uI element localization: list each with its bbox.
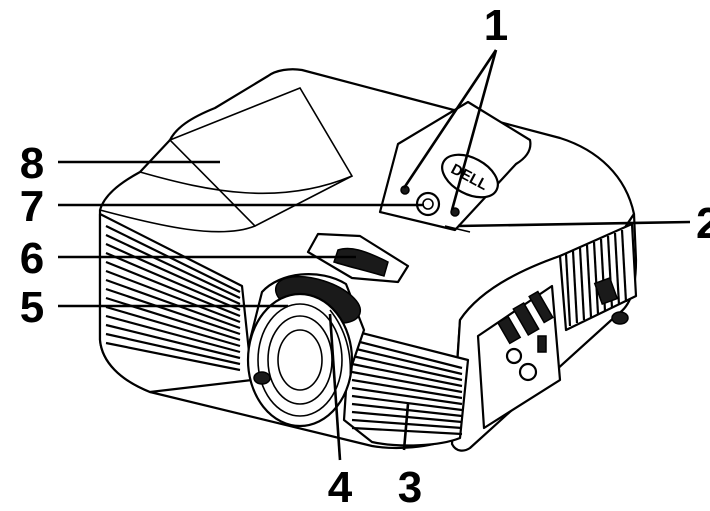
vent-slat	[105, 242, 241, 306]
audio-jack	[505, 347, 523, 365]
leader-line-2	[457, 220, 691, 228]
vent-slat	[105, 269, 241, 324]
leader-line-1a	[402, 49, 498, 189]
callout-number-7: 7	[20, 182, 44, 231]
vent-slat	[571, 250, 579, 324]
vent-slat	[592, 241, 600, 315]
vent-slat	[613, 232, 621, 306]
callout-numbers: 1 2 3 4 5 6 7 8	[20, 1, 710, 511]
callout-number-1: 1	[484, 1, 508, 50]
callout-number-2: 2	[696, 199, 710, 248]
projection-lens	[246, 292, 354, 428]
io-panel	[253, 222, 638, 430]
vent-slat	[105, 323, 241, 360]
leader-line-4	[328, 313, 342, 461]
vent-slat	[105, 314, 241, 354]
vent-slat	[105, 225, 241, 293]
vent-slat	[351, 370, 463, 394]
callout-number-6: 6	[20, 234, 44, 283]
vent-slat	[105, 305, 241, 348]
vent-slat	[105, 251, 241, 312]
vent-slat	[105, 278, 241, 330]
front-vents	[342, 328, 470, 447]
callout-number-8: 8	[20, 139, 44, 188]
adjustable-foot	[611, 311, 629, 325]
vent-slat	[351, 346, 463, 376]
network-port	[537, 335, 547, 353]
vent-slat	[351, 362, 463, 388]
vent-slat	[564, 253, 572, 327]
usb-port	[528, 290, 554, 324]
vent-slat	[585, 244, 593, 318]
vent-slat	[105, 234, 241, 299]
left-vents	[98, 212, 254, 394]
callout-number-5: 5	[20, 283, 44, 332]
vent-slat	[105, 341, 241, 372]
vent-slat	[105, 332, 241, 366]
callout-number-4: 4	[328, 463, 353, 511]
leader-line-1b	[450, 49, 498, 211]
vent-slat	[351, 338, 463, 370]
zoom-ring-slot	[306, 232, 410, 284]
vent-slat	[105, 287, 241, 336]
vent-slat	[351, 386, 463, 406]
vent-slat	[578, 247, 586, 321]
callout-number-3: 3	[398, 463, 422, 511]
security-slot	[593, 276, 619, 306]
hdmi-port	[496, 315, 522, 345]
leader-line-3	[402, 403, 410, 451]
vent-slat	[351, 394, 463, 412]
vent-slat	[351, 354, 463, 382]
vga-port	[512, 301, 540, 337]
control-panel: DELL	[378, 100, 532, 233]
leader-lines	[58, 49, 691, 461]
adjustable-foot	[253, 371, 271, 385]
vent-slat	[351, 378, 463, 400]
vent-slat	[620, 229, 628, 303]
power-connector	[518, 362, 538, 382]
vent-slat	[351, 426, 463, 436]
